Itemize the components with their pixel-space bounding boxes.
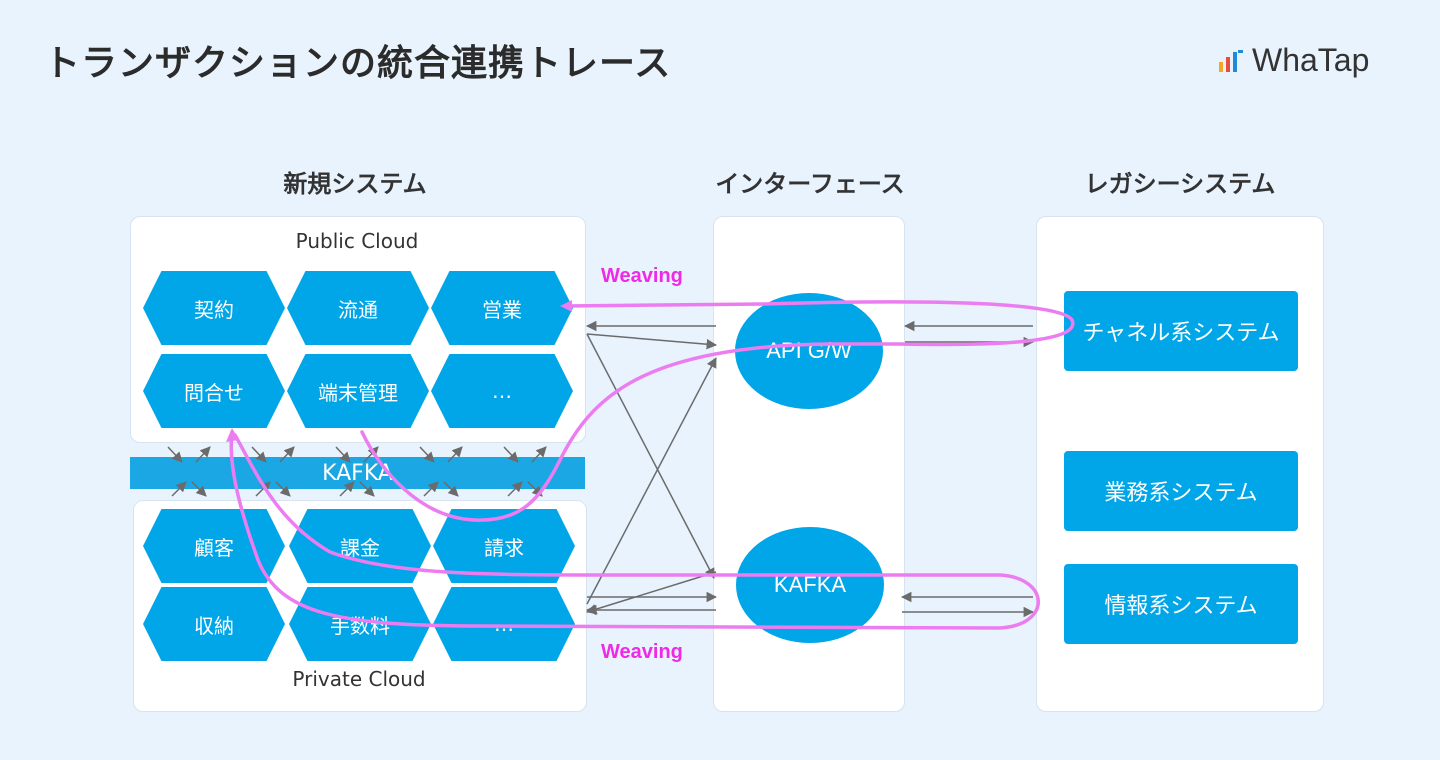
logo-bars-icon bbox=[1219, 49, 1243, 72]
weaving-label-bottom: Weaving bbox=[601, 641, 683, 663]
kafka-bar: KAFKA bbox=[130, 457, 585, 489]
module-toiawase: 問合せ bbox=[143, 354, 285, 428]
module-public-more: … bbox=[431, 354, 573, 428]
column-heading-legacy: レガシーシステム bbox=[1084, 170, 1276, 198]
business-system-box: 業務系システム bbox=[1064, 451, 1298, 531]
module-eigyo: 営業 bbox=[431, 271, 573, 345]
whatap-logo: WhaTap bbox=[1218, 42, 1369, 79]
module-tanmatsu-kanri: 端末管理 bbox=[287, 354, 429, 428]
channel-system-box: チャネル系システム bbox=[1064, 291, 1298, 371]
api-gateway-node: API G/W bbox=[735, 293, 883, 409]
module-private-more: … bbox=[433, 587, 575, 661]
logo-text: WhaTap bbox=[1252, 42, 1370, 78]
module-kokyaku: 顧客 bbox=[143, 509, 285, 583]
module-seikyu: 請求 bbox=[433, 509, 575, 583]
page-title: トランザクションの統合連携トレース bbox=[44, 43, 672, 84]
column-heading-interface: インターフェース bbox=[715, 170, 905, 198]
kafka-interface-node: KAFKA bbox=[736, 527, 884, 643]
information-system-box: 情報系システム bbox=[1064, 564, 1298, 644]
module-kakin: 課金 bbox=[289, 509, 431, 583]
weaving-label-top: Weaving bbox=[601, 265, 683, 287]
public-cloud-label: Public Cloud bbox=[295, 229, 419, 253]
module-tesuryo: 手数料 bbox=[289, 587, 431, 661]
module-ryutsu: 流通 bbox=[287, 271, 429, 345]
private-cloud-label: Private Cloud bbox=[292, 667, 426, 691]
module-shuno: 収納 bbox=[143, 587, 285, 661]
module-keiyaku: 契約 bbox=[143, 271, 285, 345]
column-heading-new-system: 新規システム bbox=[283, 170, 427, 198]
